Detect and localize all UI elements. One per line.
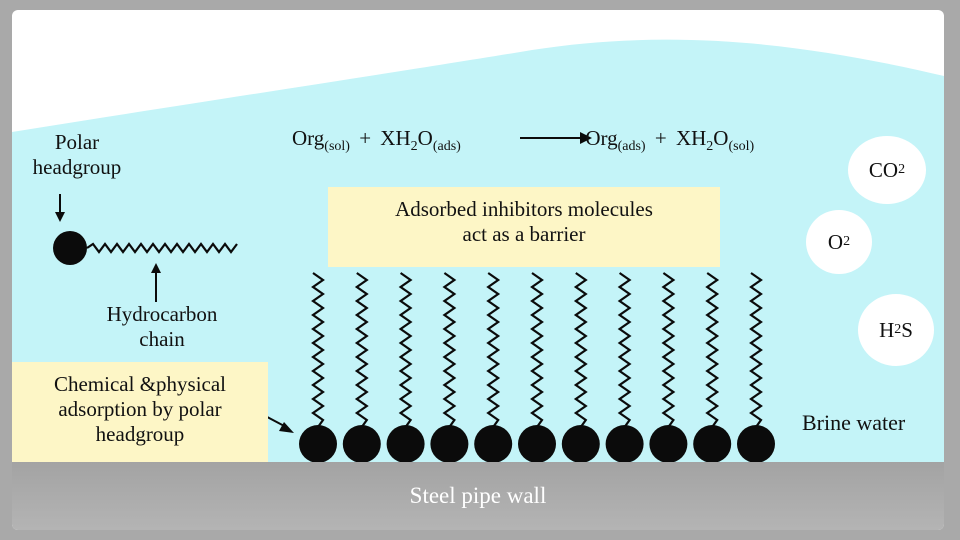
polar-label-line2: headgroup — [32, 155, 122, 179]
barrier-label-line1: Adsorbed inhibitors molecules — [395, 197, 653, 221]
polar-headgroup — [430, 425, 469, 463]
co2-text: CO — [868, 157, 899, 182]
hydrocarbon-label-line2: chain — [139, 327, 185, 351]
adsorption-label-line1: Chemical &physical — [53, 372, 227, 396]
polar-headgroup-label: Polar headgroup — [14, 130, 140, 180]
reactant-water-text: XH — [380, 126, 411, 150]
polar-headgroup — [561, 425, 600, 463]
reactant-water-sub: (ads) — [432, 139, 461, 154]
adsorbed-molecules — [299, 272, 775, 463]
free-headgroup — [53, 231, 87, 265]
product-water-o: O — [713, 126, 729, 150]
steel-pipe-wall-label: Steel pipe wall — [409, 483, 547, 508]
hydrocarbon-tail — [573, 272, 588, 428]
reactant-org-text: Org — [292, 126, 325, 150]
hydrocarbon-tail — [486, 272, 501, 428]
hydrocarbon-tail — [705, 272, 720, 428]
h2s-tail: S — [901, 317, 913, 342]
hydrocarbon-tail — [617, 272, 632, 428]
hydrocarbon-tail — [749, 272, 763, 428]
product-water-h-sub: 2 — [706, 139, 714, 154]
hydrocarbon-tail — [442, 272, 457, 428]
hydrocarbon-tail — [661, 272, 676, 428]
polar-arrow-head — [55, 212, 65, 222]
reactant-water: XH2O(ads) — [380, 126, 461, 154]
reactant-org-sub: (sol) — [324, 139, 350, 154]
hydrocarbon-tail — [530, 272, 544, 428]
polar-headgroup — [342, 425, 381, 463]
polar-label-line1: Polar — [54, 130, 100, 154]
hydrocarbon-tail — [398, 272, 413, 428]
adsorption-arrow-head — [279, 422, 294, 433]
plus-sign: + — [359, 126, 372, 150]
hydrocarbon-chain-label: Hydrocarbon chain — [82, 302, 242, 352]
product-org: Org(ads) — [585, 126, 646, 154]
product-water-text: XH — [675, 126, 707, 150]
polar-headgroup — [299, 425, 337, 463]
adsorption-label-line2: adsorption by polar — [58, 397, 222, 421]
product-water-sub: (sol) — [728, 139, 755, 154]
product-water: XH2O(sol) — [675, 126, 755, 154]
hydrocarbon-tail — [354, 272, 369, 428]
hydrocarbon-arrow-head — [151, 263, 161, 273]
barrier-label-line2: act as a barrier — [462, 222, 586, 246]
hydrocarbon-tail — [311, 272, 325, 428]
h2s-text: H — [879, 317, 895, 342]
polar-headgroup — [693, 425, 732, 463]
polar-headgroup — [649, 425, 688, 463]
plus-sign: + — [654, 126, 667, 150]
reactant-water-o: O — [417, 126, 433, 150]
diagram-canvas: Org(sol) + XH2O(ads) Org(ads) + XH2O(sol… — [12, 10, 944, 530]
polar-headgroup — [386, 425, 425, 463]
reactant-water-h-sub: 2 — [410, 139, 418, 154]
free-molecule — [53, 231, 238, 265]
polar-headgroup — [518, 425, 556, 463]
product-org-text: Org — [585, 126, 618, 150]
reaction-equation: Org(sol) + XH2O(ads) Org(ads) + XH2O(sol… — [292, 126, 755, 154]
brine-water-label: Brine water — [802, 410, 906, 435]
adsorption-label-box: Chemical &physical adsorption by polar h… — [12, 362, 268, 462]
barrier-label-box: Adsorbed inhibitors molecules act as a b… — [328, 187, 720, 267]
polar-headgroup — [605, 425, 644, 463]
adsorption-label-line3: headgroup — [95, 422, 185, 446]
reactant-org: Org(sol) — [292, 126, 350, 154]
free-hydrocarbon-tail — [86, 242, 238, 254]
steel-pipe-wall: Steel pipe wall — [12, 462, 944, 530]
o2-text: O — [827, 229, 844, 254]
polar-headgroup — [737, 425, 775, 463]
reaction-arrow-head — [580, 132, 592, 144]
product-org-sub: (ads) — [617, 139, 646, 154]
hydrocarbon-label-line1: Hydrocarbon — [106, 302, 218, 326]
polar-headgroup — [474, 425, 513, 463]
